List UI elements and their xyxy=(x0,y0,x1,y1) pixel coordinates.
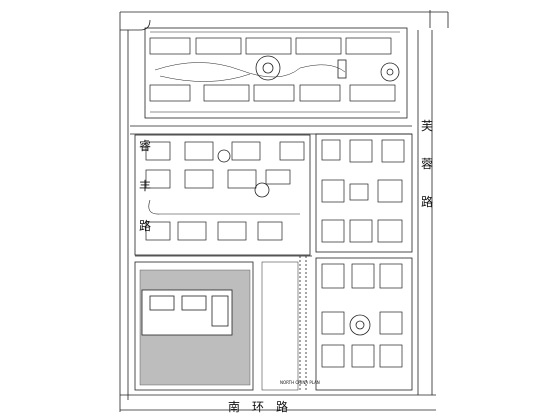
west-road-label: 睿 丰 路 xyxy=(138,138,152,234)
center-west-block xyxy=(134,134,311,256)
north-block xyxy=(144,27,408,119)
east-road-char: 蓉 xyxy=(420,157,433,171)
parking-area xyxy=(261,261,299,391)
center-east-buildings xyxy=(321,139,405,243)
roundabout xyxy=(349,314,371,336)
south-road-char: 环 xyxy=(252,400,265,414)
south-road-char: 路 xyxy=(276,400,289,414)
center-east-block xyxy=(315,133,413,253)
west-road-char: 路 xyxy=(138,219,151,233)
east-road-label: 芙 蓉 路 xyxy=(420,118,434,210)
east-road xyxy=(417,30,433,395)
center-west-buildings xyxy=(145,141,305,241)
south-east-block xyxy=(315,257,413,391)
school-block xyxy=(134,261,254,391)
south-road-char: 南 xyxy=(228,400,241,414)
east-road-char: 芙 xyxy=(420,119,433,133)
north-plaza xyxy=(255,55,281,81)
internal-road xyxy=(130,125,412,135)
school-building xyxy=(141,289,233,336)
south-road-label: 南 环 路 xyxy=(228,398,288,415)
north-buildings-bottom xyxy=(149,84,396,102)
north-buildings-top xyxy=(149,37,392,55)
legend-text: NORTH CHINA PLAN xyxy=(280,380,320,385)
west-road-char: 丰 xyxy=(138,179,151,193)
north-road-edge xyxy=(119,11,448,412)
east-road-char: 路 xyxy=(420,195,433,209)
south-east-buildings xyxy=(321,263,403,368)
west-road-char: 睿 xyxy=(138,139,151,153)
